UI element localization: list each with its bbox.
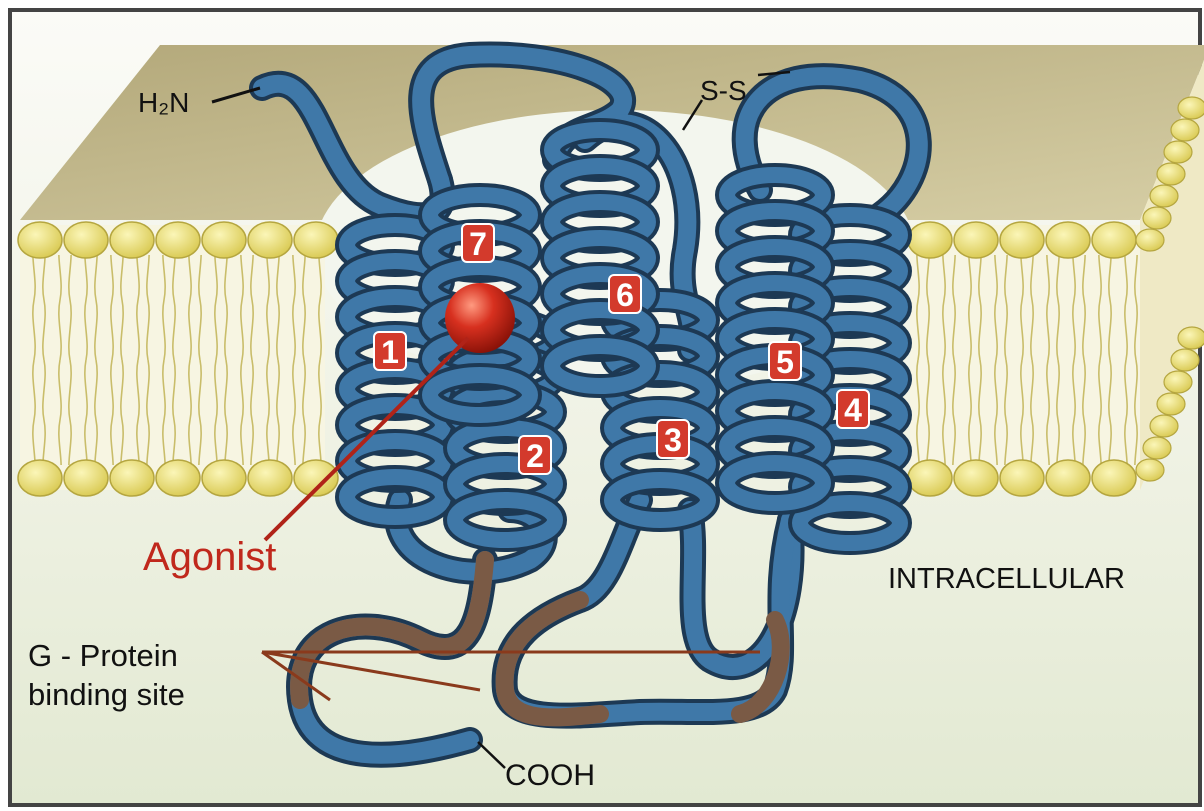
helix-number-text: 4 — [844, 392, 862, 428]
helix-7-number: 7 — [462, 224, 494, 262]
helix-1-number: 1 — [374, 332, 406, 370]
helix-4-number: 4 — [837, 390, 869, 428]
membrane-left-block — [18, 222, 338, 496]
helix-3 — [612, 300, 708, 520]
helix-5-number: 5 — [769, 342, 801, 380]
c-terminus-label: COOH — [505, 759, 595, 792]
g-protein-label-line2: binding site — [28, 677, 185, 712]
helix-6-number: 6 — [609, 275, 641, 313]
n-terminus-label: H₂N — [138, 87, 189, 118]
g-protein-label-line1: G - Protein — [28, 638, 178, 673]
agonist-molecule — [445, 283, 515, 353]
agonist-label: Agonist — [143, 535, 276, 579]
helix-2-number: 2 — [519, 436, 551, 474]
helix-number-text: 6 — [616, 277, 634, 313]
helix-number-text: 7 — [469, 226, 487, 262]
helix-number-text: 1 — [381, 334, 399, 370]
helix-number-text: 3 — [664, 422, 682, 458]
disulfide-bond-label: S-S — [700, 75, 747, 106]
helix-3-number: 3 — [657, 420, 689, 458]
intracellular-label: INTRACELLULAR — [888, 563, 1125, 595]
helix-number-text: 2 — [526, 438, 544, 474]
helix-number-text: 5 — [776, 344, 794, 380]
